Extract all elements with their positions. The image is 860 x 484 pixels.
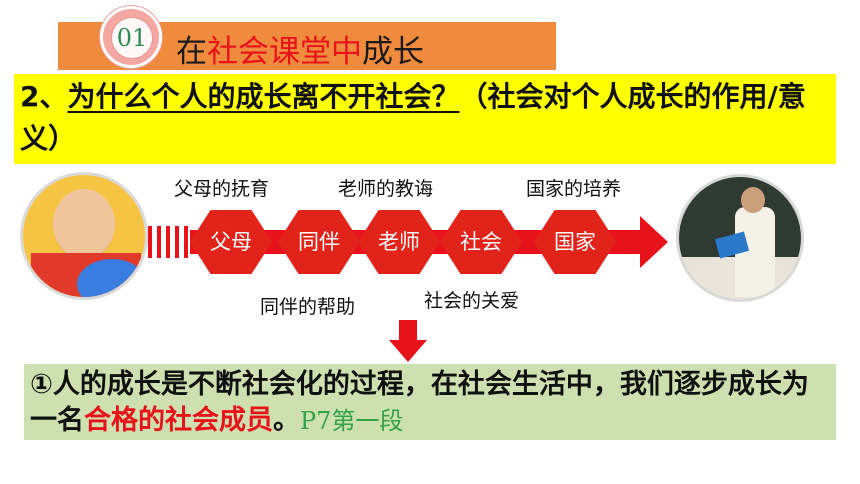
stripe (166, 226, 170, 258)
title-pre: 在 (176, 34, 207, 70)
question-suffix: （社会对个人成长的作用/意义） (20, 80, 806, 155)
section-number: 01 (111, 17, 153, 59)
node-teachers: 老师 (358, 210, 440, 274)
question-text: 2、为什么个人的成长离不开社会？（社会对个人成长的作用/意义） (20, 76, 832, 160)
baby-face (53, 189, 115, 259)
label-society: 社会的关爱 (424, 290, 520, 312)
teacher-photo (676, 174, 804, 302)
node-parents: 父母 (190, 210, 272, 274)
label-peers: 同伴的帮助 (260, 296, 356, 318)
node-country: 国家 (534, 210, 616, 274)
teacher-head (741, 187, 765, 213)
title-post: 成长 (362, 34, 424, 70)
question-main: 为什么个人的成长离不开社会？ (67, 80, 460, 113)
answer-highlight: 合格的社会成员 (84, 405, 273, 436)
stripe (148, 226, 152, 258)
node-society: 社会 (440, 210, 522, 274)
section-number-badge: 01 (100, 6, 162, 68)
answer-text: ①人的成长是不断社会化的过程，在社会生活中，我们逐步成长为一名合格的社会成员。P… (30, 367, 835, 439)
arrow-tail-stripes (148, 226, 192, 258)
question-prefix: 2、 (20, 80, 68, 113)
stripe (184, 226, 188, 258)
label-country: 国家的培养 (526, 178, 622, 200)
down-arrow-stem (399, 320, 417, 340)
title-highlight: 社会课堂中 (207, 34, 362, 70)
label-parents: 父母的抚育 (174, 178, 270, 200)
stripe (175, 226, 179, 258)
page-reference: P7第一段 (300, 407, 404, 435)
arrow-head (640, 216, 668, 268)
answer-part2: 。 (273, 405, 300, 436)
question-band (14, 74, 836, 164)
toy-ball (77, 259, 145, 297)
node-peers: 同伴 (278, 210, 360, 274)
label-teachers: 老师的教诲 (338, 178, 434, 200)
baby-photo (20, 172, 148, 300)
answer-box (24, 364, 836, 440)
stripe (157, 226, 161, 258)
down-arrow-icon (389, 340, 427, 362)
answer-part1: ①人的成长是不断社会化的过程，在社会生活中，我们逐步成长为一名 (30, 369, 809, 436)
section-title: 在社会课堂中成长 (176, 26, 424, 71)
